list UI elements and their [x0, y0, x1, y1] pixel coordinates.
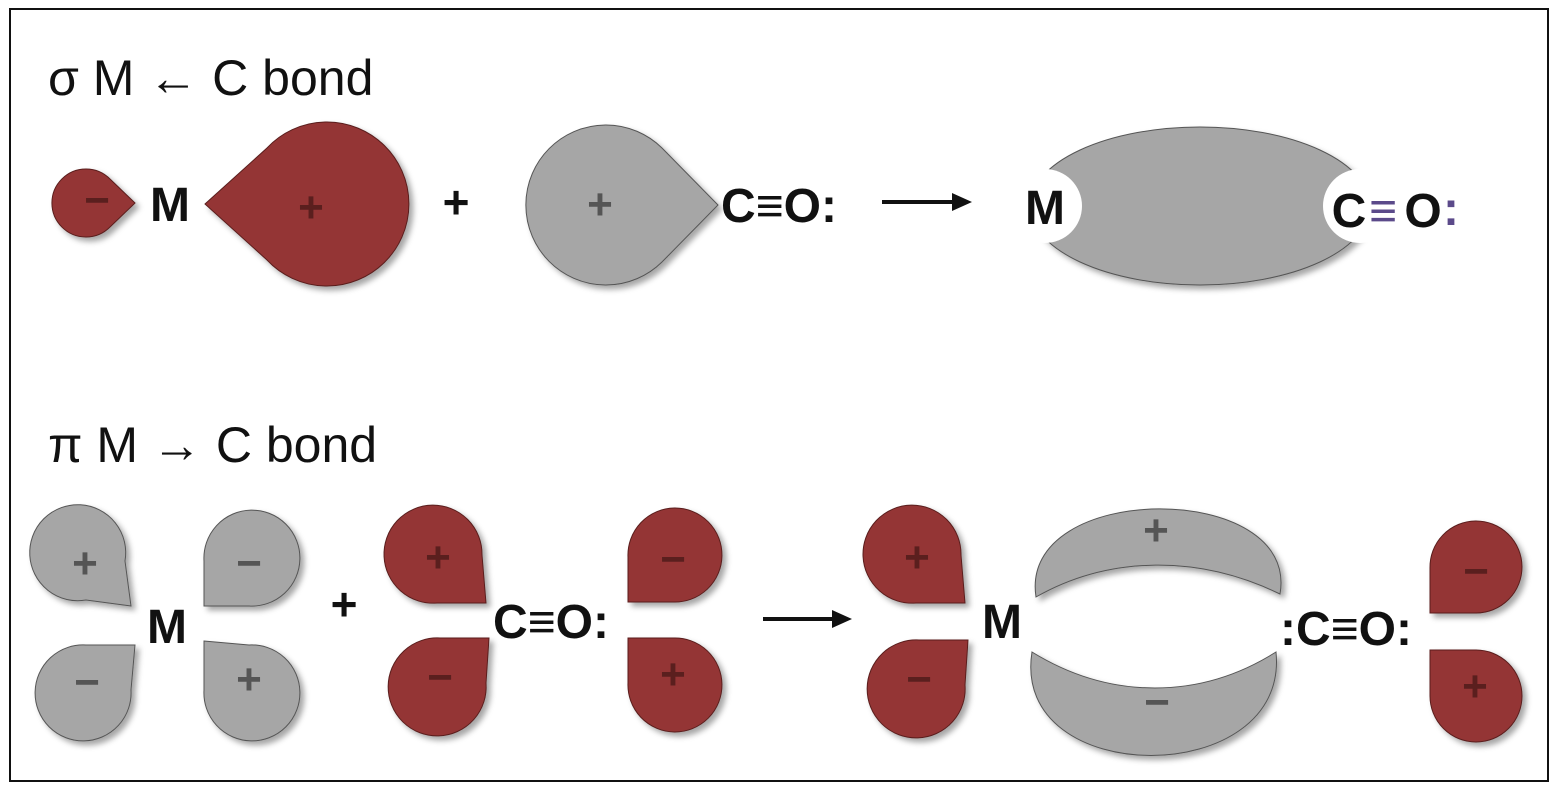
pi-metal-label: M [147, 601, 187, 654]
metal-d-lobe-bottom-right [203, 640, 301, 742]
pi-product-metal-lobe-bottom-sign: − [906, 655, 932, 704]
co-pi-lobe-bottom-left [387, 637, 490, 737]
co-sigma-lobe-sign: + [587, 180, 613, 229]
sigma-product-triple-bond: ≡ [1369, 185, 1397, 238]
metal-d-lobe-bottom-left-sign: − [74, 658, 100, 707]
pi-bonding-orbital-bottom-sign: − [1144, 678, 1170, 727]
metal-sigma-small-lobe [51, 168, 136, 238]
pi-co-label: C≡O: [493, 596, 609, 649]
metal-sigma-large-lobe-sign: + [298, 183, 324, 232]
pi-bonding-orbital-bottom [1030, 651, 1277, 756]
sigma-metal-site [1008, 169, 1082, 243]
co-pi-lobe-top-right-sign: − [660, 535, 686, 584]
pi-product-metal-label: M [982, 596, 1022, 649]
sigma-plus-operator: + [443, 176, 470, 228]
sigma-product-oxygen-label: O [1404, 185, 1441, 238]
sigma-product-carbon-label: C [1332, 185, 1367, 238]
pi-reaction-arrow [763, 610, 852, 628]
pi-product-metal-lobe-top-sign: + [904, 533, 930, 582]
co-pi-lobe-bottom-left-sign: − [427, 653, 453, 702]
metal-d-lobe-top-left [29, 504, 132, 607]
pi-bonding-orbital-top [1034, 508, 1282, 598]
metal-d-lobe-top-right-sign: − [236, 539, 262, 588]
co-pi-lobe-top-right [627, 507, 723, 603]
metal-d-lobe-bottom-right-sign: + [236, 655, 262, 704]
pi-plus-operator: + [331, 578, 358, 630]
sigma-carbon-site [1323, 169, 1397, 243]
pi-bond-title: π M → C bond [48, 417, 377, 473]
metal-sigma-small-lobe-sign: − [84, 176, 110, 225]
sigma-metal-label: M [150, 179, 190, 232]
metal-d-lobe-top-right [203, 509, 301, 607]
pi-product-co-label: :C≡O: [1280, 603, 1412, 656]
pi-product-co-lobe-top-sign: − [1463, 547, 1489, 596]
pi-product-co-lobe-bottom [1429, 649, 1523, 743]
metal-d-lobe-top-left-sign: + [72, 539, 98, 588]
diagram-frame [9, 8, 1549, 782]
pi-product-metal-lobe-bottom [866, 639, 969, 739]
metal-d-lobe-bottom-left [34, 644, 136, 742]
sigma-product-lone-pair: : [1443, 183, 1459, 236]
sigma-co-label: C≡O: [721, 180, 837, 233]
co-pi-lobe-bottom-right-sign: + [660, 650, 686, 699]
pi-product-co-lobe-top [1429, 520, 1523, 614]
metal-sigma-large-lobe [204, 121, 410, 287]
sigma-product-metal-label: M [1025, 182, 1065, 235]
co-pi-lobe-bottom-right [627, 637, 723, 733]
sigma-bond-title: σ M ← C bond [48, 50, 373, 106]
pi-bonding-orbital-top-sign: + [1143, 506, 1169, 555]
co-sigma-lobe [525, 124, 719, 286]
pi-product-metal-lobe-top [862, 504, 966, 604]
co-pi-lobe-top-left-sign: + [425, 533, 451, 582]
sigma-reaction-arrow [882, 193, 972, 211]
pi-product-co-lobe-bottom-sign: + [1462, 662, 1488, 711]
co-pi-lobe-top-left [383, 504, 487, 604]
